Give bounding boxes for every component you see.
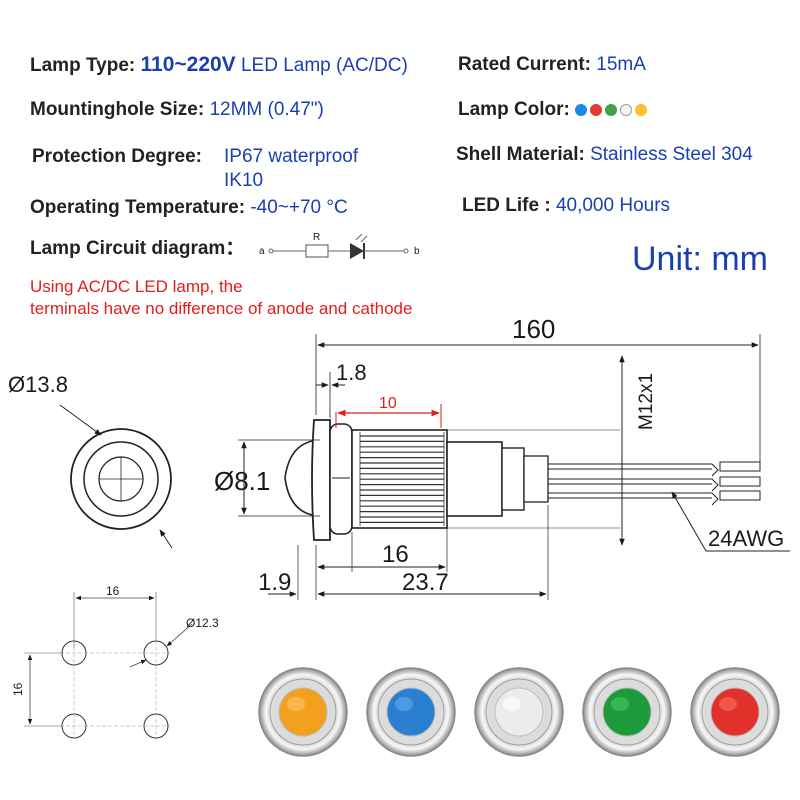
circuit-resistor-label: R [313,232,320,243]
lamp-color-dot [575,103,588,116]
unit-label: Unit: mm [632,240,768,278]
front-outer-circle [70,428,172,530]
hex-nut [329,423,353,535]
rear-body [446,441,503,517]
rear-cap [501,447,525,511]
lamp-color-dot [590,103,603,116]
product-red-lamp [690,667,780,757]
circuit-terminal-a: a [259,246,265,257]
lens-orange [278,687,328,737]
protection-label: Protection Degree: [32,146,202,167]
rated-current-value: 15mA [596,54,646,75]
product-orange-lamp [258,667,348,757]
temp-value: -40~+70 °C [250,197,348,218]
lamp-color-dots [575,99,650,120]
life-label: LED Life : [462,195,551,216]
product-photos [258,667,780,757]
dim-total-length: 160 [512,314,555,344]
mounting-label: Mountinghole Size: [30,99,205,120]
dim-wire-gauge: 24AWG [708,526,784,551]
lamp-color-dot [635,103,648,116]
spec-mounting-hole: Mountinghole Size: 12MM (0.47") [30,99,324,121]
dim-thread-length-red: 10 [379,395,397,412]
resistor-icon [305,244,329,258]
terminal-b-icon [403,248,409,254]
product-blue-lamp [366,667,456,757]
lens-blue [386,687,436,737]
rated-current-label: Rated Current: [458,54,592,75]
thread-lines [359,432,445,526]
diode-icon [350,243,364,259]
dim-thread-size: M12x1 [636,373,657,430]
product-white-lamp [474,667,564,757]
shell-label: Shell Material: [456,144,585,165]
spec-lamp-color: Lamp Color: [458,99,650,121]
lamp-type-value: LED Lamp (AC/DC) [240,55,408,76]
wires [548,461,761,506]
front-view: Ø13.8 [8,372,173,549]
lamp-type-label: Lamp Type: [30,55,136,76]
dim-body-length: 23.7 [402,569,449,596]
spec-lamp-type: Lamp Type: 110~220V LED Lamp (AC/DC) [30,54,408,77]
mounting-value: 12MM (0.47") [209,99,324,120]
dim-hole-spacing-x: 16 [106,584,120,598]
mounting-pattern: 16 16 Ø12.3 [11,584,219,739]
dim-hole-spacing-y: 16 [11,682,25,696]
lamp-color-dot [605,103,618,116]
dim-dome-diameter: Ø8.1 [214,466,270,496]
dim-flange-thickness: 1.9 [258,569,291,596]
dim-hole-diameter: Ø12.3 [186,616,219,630]
dim-outer-diameter: Ø13.8 [8,372,68,397]
temp-label: Operating Temperature: [30,197,246,218]
circuit-label: Lamp Circuit diagram： [30,238,245,259]
side-view: 160 M12x1 1.8 10 Ø8.1 16 1.9 2 [214,314,790,600]
terminal-a-icon [268,248,274,254]
lens-green [602,687,652,737]
product-green-lamp [582,667,672,757]
spec-shell-material: Shell Material: Stainless Steel 304 [456,144,753,166]
lamp-color-label: Lamp Color: [458,99,570,120]
lamp-color-dot [620,103,633,116]
protection-value-1: IP67 waterproof [224,146,359,167]
lamp-type-voltage: 110~220V [140,53,236,76]
circuit-terminal-b: b [414,246,420,257]
front-inner-circle [83,441,159,517]
spec-led-life: LED Life : 40,000 Hours [462,195,670,217]
wire-seal [523,455,549,503]
lens-red [710,687,760,737]
spec-rated-current: Rated Current: 15mA [458,54,646,76]
life-value: 40,000 Hours [555,195,671,216]
note-line-1: Using AC/DC LED lamp, the [30,277,243,296]
protection-value-2: IK10 [224,170,264,191]
spec-circuit: Lamp Circuit diagram： [30,238,244,260]
flange [311,419,331,541]
circuit-diagram: a R b [259,232,420,259]
spec-operating-temp: Operating Temperature: -40~+70 °C [30,197,348,219]
dim-thread-body: 16 [382,541,409,568]
dim-flange-depth: 1.8 [336,360,367,385]
note-line-2: terminals have no difference of anode an… [30,299,413,318]
spec-protection: Protection Degree: [32,146,202,168]
shell-value: Stainless Steel 304 [590,144,753,165]
lens-white [494,687,544,737]
